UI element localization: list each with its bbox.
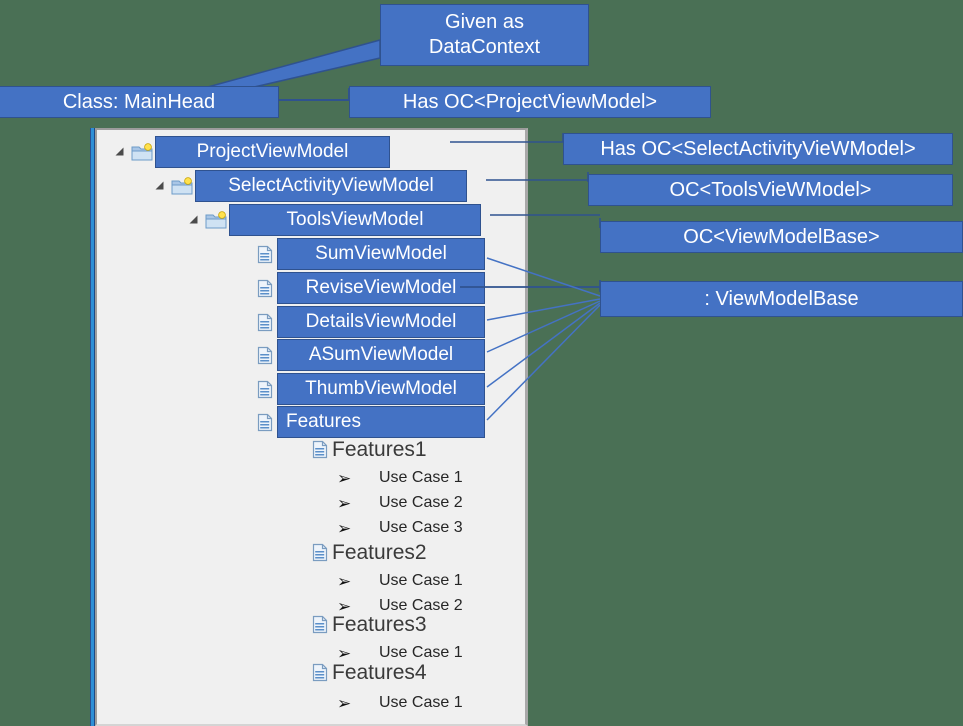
tree-node-label[interactable]: ProjectViewModel	[155, 136, 390, 168]
arrow-bullet-icon: ➢	[337, 468, 352, 488]
use-case-item[interactable]: ➢ Use Case 1	[337, 467, 463, 489]
tree-node-features[interactable]: Features	[257, 406, 485, 438]
panel-frame: ProjectViewModel SelectActivityVie	[95, 128, 528, 726]
use-case-item[interactable]: ➢ Use Case 1	[337, 692, 463, 714]
callout-has-oc-projectviewmodel: Has OC<ProjectViewModel>	[349, 86, 711, 118]
arrow-bullet-icon: ➢	[337, 493, 352, 513]
use-case-item[interactable]: ➢ Use Case 3	[337, 517, 463, 539]
callout-oc-viewmodelbase: OC<ViewModelBase>	[600, 221, 963, 253]
features-group-number: 2	[414, 540, 427, 564]
tree-node-label[interactable]: Features	[277, 406, 485, 438]
use-case-item[interactable]: ➢ Use Case 2	[337, 492, 463, 514]
use-case-label: Use Case 3	[379, 519, 463, 536]
features-group-number: 3	[414, 612, 427, 636]
callout-inherits-viewmodelbase: : ViewModelBase	[600, 281, 963, 317]
callout-datacontext-line2: DataContext	[428, 36, 541, 58]
tree-node-detailsviewmodel[interactable]: DetailsViewModel	[257, 306, 485, 338]
tree-node-thumbviewmodel[interactable]: ThumbViewModel	[257, 373, 485, 405]
callout-datacontext-line1: Given as	[445, 11, 524, 33]
document-icon	[257, 413, 273, 432]
tree-node-features-group[interactable]: Features 2	[312, 538, 427, 566]
tree-node-label[interactable]: DetailsViewModel	[277, 306, 485, 338]
callout-given-as-datacontext: Given as DataContext	[380, 4, 589, 66]
features-group-number: 1	[414, 437, 427, 461]
arrow-bullet-icon: ➢	[337, 518, 352, 538]
use-case-item[interactable]: ➢ Use Case 1	[337, 642, 463, 664]
features-group-label: Features	[332, 660, 415, 684]
document-icon	[312, 543, 328, 562]
use-case-label: Use Case 1	[379, 469, 463, 486]
tree-node-features-group[interactable]: Features 3	[312, 610, 427, 638]
tree-node-toolsviewmodel[interactable]: ToolsViewModel	[187, 204, 481, 236]
arrow-bullet-icon: ➢	[337, 596, 352, 616]
arrow-bullet-icon: ➢	[337, 693, 352, 713]
folder-icon	[205, 210, 227, 230]
features-group-label: Features	[332, 437, 415, 461]
use-case-label: Use Case 1	[379, 572, 463, 589]
solution-explorer-panel: ProjectViewModel SelectActivityVie	[90, 128, 528, 726]
document-icon	[257, 245, 273, 264]
tree-node-sumviewmodel[interactable]: SumViewModel	[257, 238, 485, 270]
expanded-triangle-icon[interactable]	[153, 179, 167, 193]
tree-node-label[interactable]: ThumbViewModel	[277, 373, 485, 405]
use-case-item[interactable]: ➢ Use Case 2	[337, 595, 463, 617]
tree-node-label[interactable]: ASumViewModel	[277, 339, 485, 371]
tree-node-selectactivityviewmodel[interactable]: SelectActivityViewModel	[153, 170, 467, 202]
tree-node-label[interactable]: ReviseViewModel	[277, 272, 485, 304]
arrow-bullet-icon: ➢	[337, 571, 352, 591]
folder-icon	[131, 142, 153, 162]
tree-node-features-group[interactable]: Features 1	[312, 435, 427, 463]
tree-node-features-group[interactable]: Features 4	[312, 658, 427, 686]
document-icon	[312, 440, 328, 459]
features-group-number: 4	[414, 660, 427, 684]
folder-icon	[171, 176, 193, 196]
document-icon	[257, 380, 273, 399]
use-case-label: Use Case 1	[379, 694, 463, 711]
callout-class-mainhead: Class: MainHead	[0, 86, 279, 118]
document-icon	[257, 313, 273, 332]
tree-node-projectviewmodel[interactable]: ProjectViewModel	[113, 136, 390, 168]
use-case-label: Use Case 2	[379, 494, 463, 511]
document-icon	[257, 346, 273, 365]
tree-node-label[interactable]: SumViewModel	[277, 238, 485, 270]
tree-node-label[interactable]: ToolsViewModel	[229, 204, 481, 236]
tree-view[interactable]: ProjectViewModel SelectActivityVie	[97, 130, 525, 724]
tree-node-reviseviewmodel[interactable]: ReviseViewModel	[257, 272, 485, 304]
features-group-label: Features	[332, 540, 415, 564]
features-group-label: Features	[332, 612, 415, 636]
expanded-triangle-icon[interactable]	[187, 213, 201, 227]
use-case-label: Use Case 1	[379, 644, 463, 661]
arrow-bullet-icon: ➢	[337, 643, 352, 663]
document-icon	[312, 615, 328, 634]
document-icon	[312, 663, 328, 682]
callout-has-oc-selectactivityviewmodel: Has OC<SelectActivityVieWModel>	[563, 133, 953, 165]
use-case-item[interactable]: ➢ Use Case 1	[337, 570, 463, 592]
callout-oc-toolsviewmodel: OC<ToolsVieWModel>	[588, 174, 953, 206]
document-icon	[257, 279, 273, 298]
tree-node-asumviewmodel[interactable]: ASumViewModel	[257, 339, 485, 371]
panel-accent-bar	[90, 128, 95, 726]
expanded-triangle-icon[interactable]	[113, 145, 127, 159]
use-case-label: Use Case 2	[379, 597, 463, 614]
tree-node-label[interactable]: SelectActivityViewModel	[195, 170, 467, 202]
